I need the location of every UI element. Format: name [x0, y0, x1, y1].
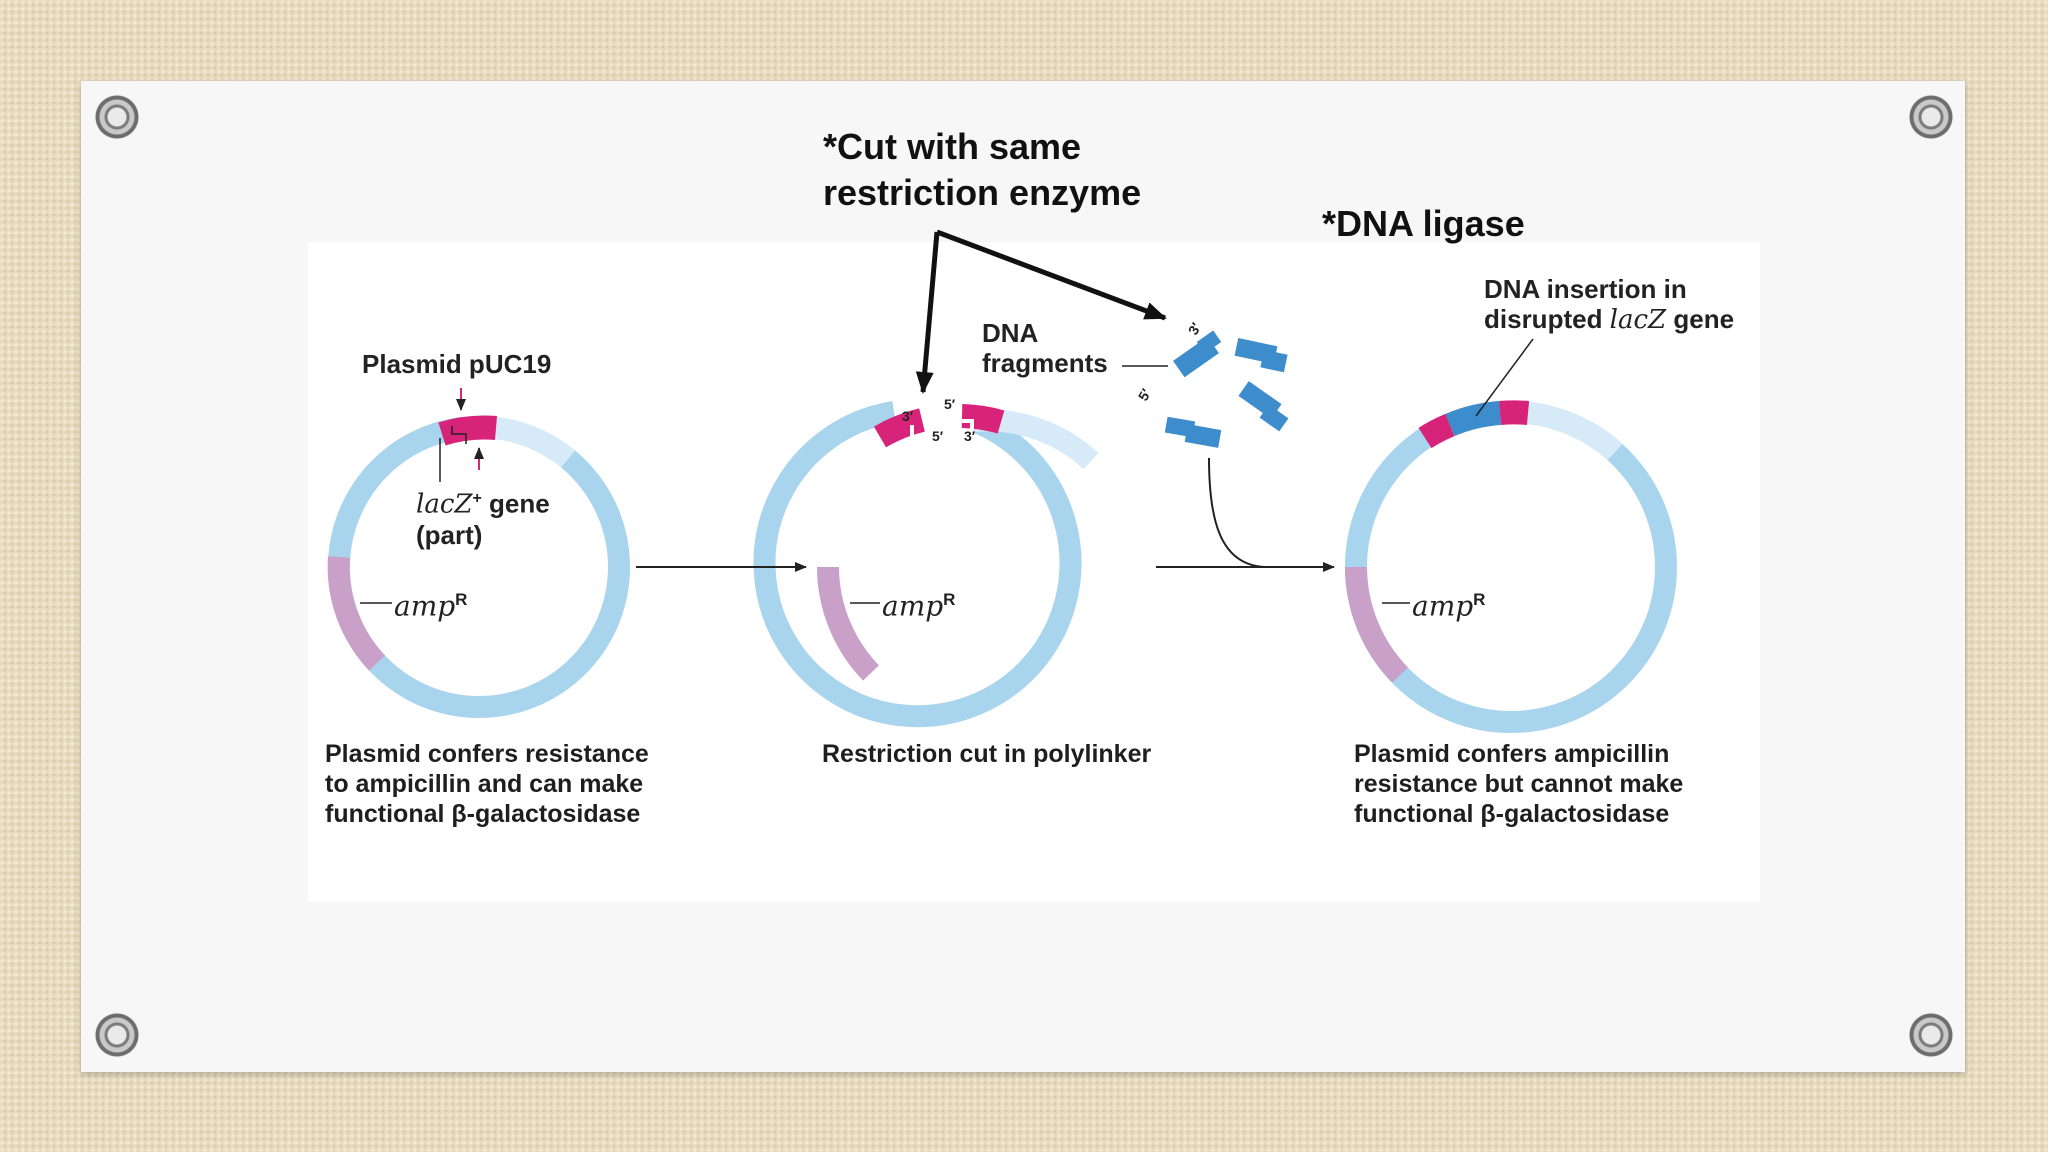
cut-pointer-arrow [936, 229, 1167, 321]
caption-right: Plasmid confers ampicillin resistance bu… [1354, 739, 1683, 829]
amp-gene-name: amp [394, 589, 456, 623]
caption-line: to ampicillin and can make [325, 770, 644, 798]
lacz-gene-suffix: gene [481, 488, 550, 519]
cut-annotation-line: restriction enzyme [823, 172, 1142, 213]
caption-line: resistance but cannot make [1354, 770, 1684, 798]
caption-line: Plasmid confers ampicillin [1354, 740, 1670, 768]
caption-line: functional β-galactosidase [325, 800, 641, 828]
fragment-join-arrow [1208, 457, 1266, 568]
grommet-icon [1909, 95, 1953, 139]
ampR-segment [327, 556, 386, 671]
dna-insert [1445, 401, 1502, 437]
lacz-segment [961, 404, 1005, 434]
cut-annotation-line: *Cut with same [823, 126, 1082, 167]
amp-gene-name: amp [882, 589, 944, 623]
insertion-label-pre: disrupted [1484, 304, 1610, 334]
plasmid-label: Plasmid pUC19 [362, 349, 552, 379]
insertion-label-post: gene [1666, 304, 1735, 334]
end-label: 5′ [944, 396, 956, 412]
amp-sup: R [455, 590, 468, 609]
amp-label: ampR [394, 585, 467, 621]
caption-line: Plasmid confers resistance [325, 740, 649, 768]
caption-left: Plasmid confers resistance to ampicillin… [325, 739, 649, 829]
plasmid-recombinant [1345, 338, 1677, 733]
lacz-label: lacZ+ gene (part) [416, 484, 550, 550]
end-label: 3′ [1185, 319, 1205, 337]
insertion-gene-name: lacZ [1609, 305, 1667, 335]
caption-line: functional β-galactosidase [1354, 800, 1670, 828]
end-label: 3′ [964, 428, 976, 444]
ampR-segment [817, 566, 880, 681]
lacz-part: (part) [416, 519, 483, 550]
lacz-segment [1418, 413, 1455, 449]
ligase-annotation: *DNA ligase [1322, 203, 1525, 244]
plasmid-intact [327, 388, 630, 718]
caption-middle: Restriction cut in polylinker [822, 740, 1152, 768]
end-label: 5′ [932, 428, 944, 444]
plasmid-cut: 3′ 5′ 5′ 3′ [753, 396, 1099, 728]
amp-sup: R [943, 590, 956, 609]
fragments-label: DNA fragments [982, 318, 1108, 378]
cut-annotation: *Cut with same restriction enzyme [823, 124, 1141, 216]
lacz-segment [438, 415, 498, 446]
amp-gene-name: amp [1412, 589, 1474, 623]
fragments-label-line: fragments [982, 348, 1108, 378]
grommet-icon [95, 1013, 139, 1057]
grommet-icon [1909, 1013, 1953, 1057]
lacz-segment [873, 408, 926, 448]
insertion-label: DNA insertion in disrupted lacZ gene [1484, 274, 1734, 335]
amp-sup: R [1473, 590, 1486, 609]
end-label: 3′ [902, 408, 914, 424]
figure-panel [308, 242, 1760, 902]
lacz-sup: + [472, 490, 482, 507]
ampR-segment [1345, 566, 1409, 683]
fragments-label-line: DNA [982, 318, 1039, 348]
cut-pointer-arrow [915, 231, 940, 394]
end-label: 5′ [1135, 385, 1155, 403]
insertion-label-line: DNA insertion in [1484, 274, 1687, 304]
amp-label: ampR [882, 585, 955, 621]
amp-label: ampR [1412, 585, 1485, 621]
lacz-segment [1498, 400, 1530, 425]
lacz-gene-name: lacZ [416, 489, 473, 520]
grommet-icon [95, 95, 139, 139]
dna-fragments: 3′ 5′ [1122, 319, 1289, 448]
